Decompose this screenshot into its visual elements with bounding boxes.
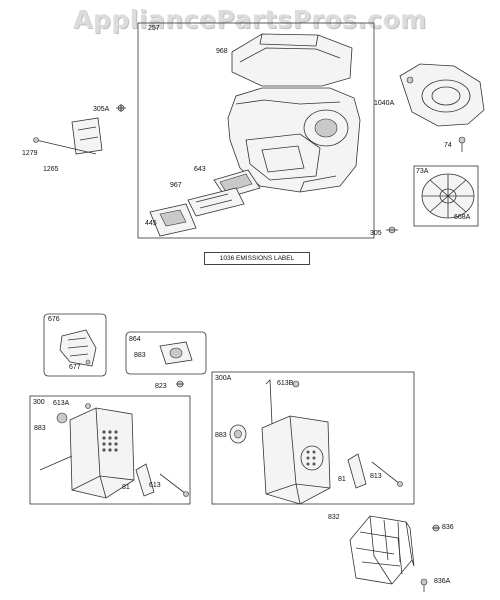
label-613A: 613A xyxy=(53,400,70,407)
label-445: 445 xyxy=(145,220,157,227)
label-plates xyxy=(149,169,261,237)
side-bracket-parts xyxy=(33,104,126,155)
muffler-part xyxy=(39,407,135,499)
label-81-muffler: 81 xyxy=(122,484,130,491)
gasket-part xyxy=(159,341,193,365)
gasket-group-box xyxy=(125,331,207,375)
screw-836A xyxy=(420,578,428,592)
label-1279: 1279 xyxy=(22,150,38,157)
watermark: AppliancePartsPros.com xyxy=(73,5,427,34)
exhaust-guard-part xyxy=(59,329,97,367)
blower-housing-group-box xyxy=(137,22,375,239)
label-883-gasket: 883 xyxy=(134,352,146,359)
rotating-screen-part xyxy=(421,173,475,219)
muffler-alt-part xyxy=(229,379,331,505)
muffler-group-box xyxy=(29,395,191,505)
screw-836 xyxy=(432,524,440,532)
blower-housing-part xyxy=(227,87,361,193)
label-73A: 73A xyxy=(416,168,429,175)
label-864: 864 xyxy=(129,336,141,343)
label-668A: 668A xyxy=(454,214,471,221)
label-883-muffler: 883 xyxy=(34,425,46,432)
label-613B: 613B xyxy=(277,380,294,387)
label-305: 305 xyxy=(370,230,382,237)
label-676: 676 xyxy=(48,316,60,323)
grille-group-box xyxy=(413,165,479,227)
muffler-alt-bolt-parts xyxy=(347,453,403,489)
label-613: 613 xyxy=(149,482,161,489)
label-1040A: 1040A xyxy=(374,100,395,107)
label-300A: 300A xyxy=(215,375,232,382)
label-300: 300 xyxy=(33,399,45,406)
label-1265: 1265 xyxy=(43,166,59,173)
label-813: 813 xyxy=(370,473,382,480)
label-677: 677 xyxy=(69,364,81,371)
guard-group-box xyxy=(43,313,107,377)
intake-screen-part xyxy=(399,63,485,127)
label-832: 832 xyxy=(328,514,340,521)
top-cover-part xyxy=(231,33,353,87)
label-823: 823 xyxy=(155,383,167,390)
label-883-muffler-alt: 883 xyxy=(215,432,227,439)
label-257: 257 xyxy=(148,25,160,32)
screw-823 xyxy=(176,380,184,388)
label-967: 967 xyxy=(170,182,182,189)
label-305A: 305A xyxy=(93,106,110,113)
heat-shield-part xyxy=(349,515,415,585)
label-836A: 836A xyxy=(434,578,451,585)
muffler-alt-group-box xyxy=(211,371,415,505)
label-74: 74 xyxy=(444,142,452,149)
screw-74 xyxy=(458,136,466,152)
label-81-muffler-alt: 81 xyxy=(338,476,346,483)
emissions-label: 1036 EMISSIONS LABEL xyxy=(204,252,310,265)
label-836: 836 xyxy=(442,524,454,531)
label-643: 643 xyxy=(194,166,206,173)
muffler-bolt-parts xyxy=(85,403,189,497)
label-968: 968 xyxy=(216,48,228,55)
screw-305 xyxy=(386,226,398,234)
